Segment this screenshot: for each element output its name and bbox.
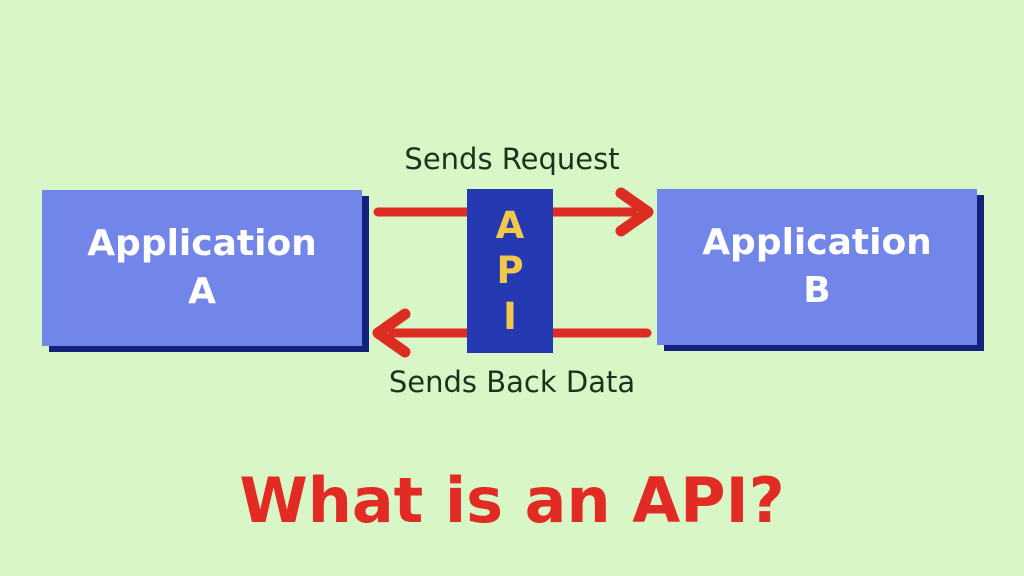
api-letter-p: P [496,249,524,293]
api-letter-a: A [495,204,525,248]
response-flow-label: Sends Back Data [388,365,636,399]
application-a-letter: A [188,271,216,312]
api-letter-i: I [503,294,517,338]
application-b-label: Application [702,222,932,263]
page-title: What is an API? [239,464,785,537]
application-a-box: Application A [42,190,362,346]
application-a-label: Application [87,223,317,264]
application-b-letter: B [803,270,831,311]
request-flow-label: Sends Request [404,142,620,176]
api-box: A P I [467,189,553,353]
application-b-box: Application B [657,189,977,345]
